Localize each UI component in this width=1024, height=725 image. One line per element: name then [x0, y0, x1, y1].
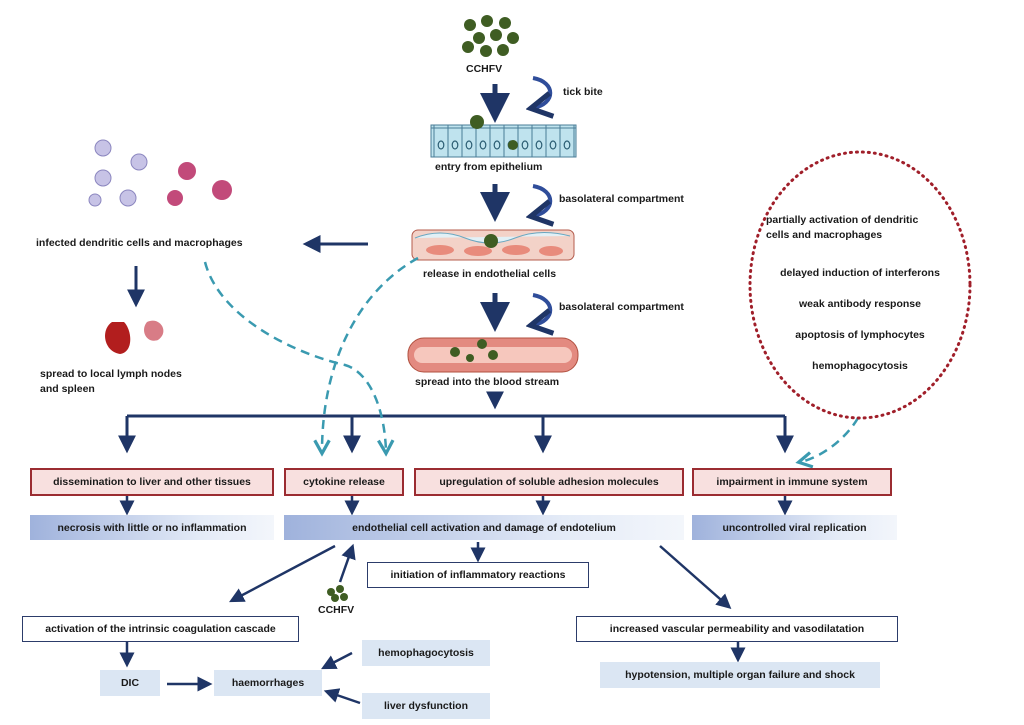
haemorrhages-text: haemorrhages — [231, 677, 305, 689]
spread-lymph-label-2: and spleen — [40, 383, 95, 395]
dic-box: DIC — [100, 670, 160, 696]
dashed-arrow-ellipse-to-impairment — [800, 417, 860, 462]
basolateral-label-2: basolateral compartment — [559, 301, 684, 313]
hemophagocytosis-text: hemophagocytosis — [378, 647, 474, 659]
dendritic-cells-image — [88, 139, 148, 207]
ellipse-item-6: hemophagocytosis — [812, 360, 908, 372]
permeability-box: increased vascular permeability and vaso… — [576, 616, 898, 642]
liver-box: liver dysfunction — [362, 693, 490, 719]
ellipse-item-5: apoptosis of lymphocytes — [795, 329, 925, 341]
upregulation-text: upregulation of soluble adhesion molecul… — [439, 476, 659, 488]
cchfv-label-top: CCHFV — [466, 63, 503, 75]
dashed-arrow-endothelial-to-cytokine — [322, 256, 419, 452]
uncontrolled-box: uncontrolled viral replication — [692, 515, 897, 540]
liver-text: liver dysfunction — [383, 700, 468, 712]
dissemination-text: dissemination to liver and other tissues — [53, 476, 251, 488]
uncontrolled-text: uncontrolled viral replication — [722, 521, 867, 534]
dic-text: DIC — [120, 677, 140, 689]
impairment-box: impairment in immune system — [692, 468, 892, 496]
blood-vessel-image — [407, 337, 579, 373]
curved-arrow-tick-bite — [533, 76, 550, 108]
ellipse-item-1: partially activation of dendritic — [766, 214, 919, 226]
entry-epithelium-label: entry from epithelium — [435, 161, 543, 173]
basolateral-label-1: basolateral compartment — [559, 193, 684, 205]
curved-arrow-basolateral-1 — [533, 184, 550, 216]
infected-cells-label: infected dendritic cells and macrophages — [36, 237, 243, 249]
endothelial-text: endothelial cell activation and damage o… — [352, 521, 616, 534]
arrow-to-coagulation — [229, 544, 336, 603]
epithelium-image — [430, 115, 577, 158]
initiation-box: initiation of inflammatory reactions — [367, 562, 589, 588]
coagulation-text: activation of the intrinsic coagulation … — [45, 623, 276, 635]
spread-blood-label: spread into the blood stream — [415, 376, 560, 388]
tick-bite-label: tick bite — [563, 86, 603, 98]
curved-arrow-basolateral-2 — [533, 293, 550, 325]
spread-lymph-label-1: spread to local lymph nodes — [40, 368, 182, 380]
ellipse-item-4: weak antibody response — [799, 298, 921, 310]
cchfv-label-lower: CCHFV — [318, 604, 355, 616]
necrosis-box: necrosis with little or no inflammation — [30, 515, 274, 540]
hemophagocytosis-box: hemophagocytosis — [362, 640, 490, 666]
virus-small-icon — [327, 585, 348, 602]
macrophages-image — [167, 162, 232, 206]
arrow-liver-to-haemorrhages — [323, 688, 361, 705]
arrow-cchfv-to-endothelial — [338, 543, 356, 583]
haemorrhages-box: haemorrhages — [214, 670, 322, 696]
endothelial-box: endothelial cell activation and damage o… — [284, 515, 684, 540]
arrow-hemophago-to-haemorrhages — [321, 651, 353, 670]
upregulation-box: upregulation of soluble adhesion molecul… — [414, 468, 684, 496]
impairment-text: impairment in immune system — [716, 476, 868, 488]
permeability-text: increased vascular permeability and vaso… — [609, 623, 865, 635]
release-endothelial-label: release in endothelial cells — [423, 268, 557, 280]
endothelium-image — [411, 229, 575, 261]
virus-cluster-icon — [462, 15, 519, 57]
cytokine-box: cytokine release — [284, 468, 404, 496]
coagulation-box: activation of the intrinsic coagulation … — [22, 616, 299, 642]
cytokine-text: cytokine release — [303, 476, 385, 488]
hypotension-box: hypotension, multiple organ failure and … — [600, 662, 880, 688]
initiation-text: initiation of inflammatory reactions — [390, 569, 566, 581]
ellipse-item-3: delayed induction of interferons — [780, 267, 940, 279]
dashed-arrow-infected-to-cytokine — [203, 261, 386, 452]
dissemination-box: dissemination to liver and other tissues — [30, 468, 274, 496]
arrow-to-permeability — [659, 545, 732, 609]
hypotension-text: hypotension, multiple organ failure and … — [625, 669, 855, 681]
ellipse-item-2: cells and macrophages — [766, 229, 883, 241]
necrosis-text: necrosis with little or no inflammation — [57, 521, 247, 534]
lymph-spleen-image — [105, 320, 164, 354]
immune-effects-ellipse — [748, 150, 972, 420]
